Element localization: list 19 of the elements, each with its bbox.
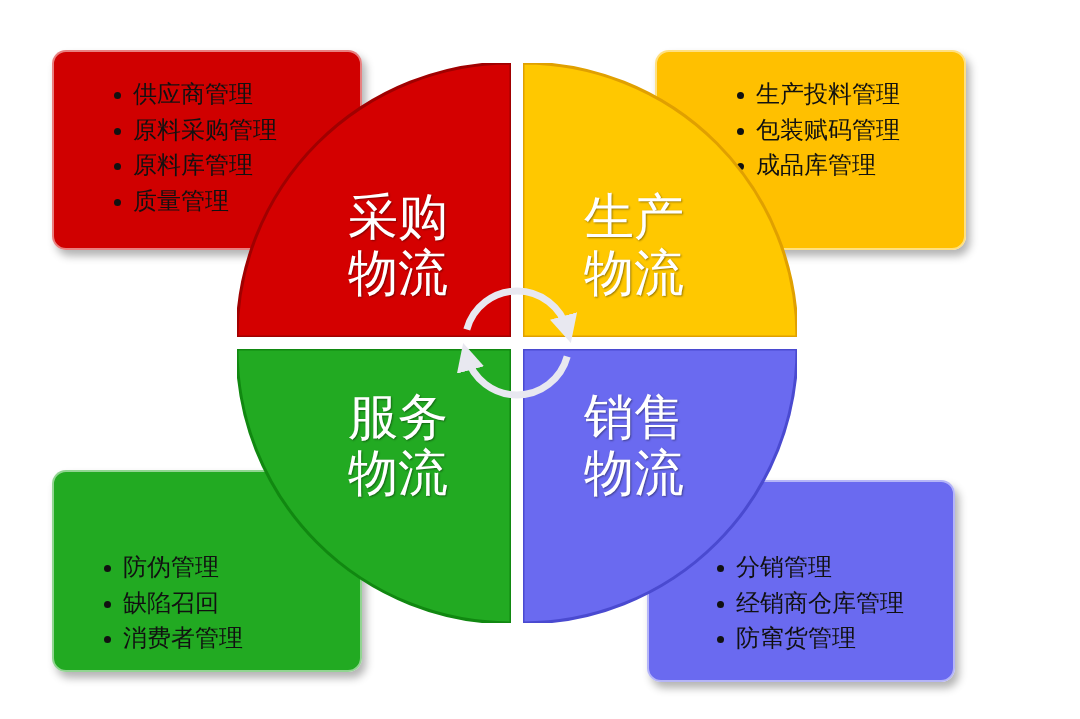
list-item: 原料采购管理 bbox=[133, 115, 277, 144]
list-item: 原料库管理 bbox=[133, 151, 253, 179]
list-item: 包装赋码管理 bbox=[756, 115, 900, 144]
list-item: 生产投料管理 bbox=[756, 80, 900, 108]
list-item: 防伪管理 bbox=[123, 553, 219, 581]
list-item: 分销管理 bbox=[736, 553, 832, 581]
quadrant-label: 采购物流 bbox=[347, 189, 449, 301]
list-item: 消费者管理 bbox=[123, 624, 243, 652]
quadrant-label: 销售物流 bbox=[583, 389, 685, 501]
list-item: 供应商管理 bbox=[133, 80, 253, 108]
cycle-arrow bbox=[463, 287, 576, 343]
quadrant-label: 生产物流 bbox=[583, 189, 685, 301]
cycle-arrow bbox=[458, 343, 571, 399]
list-item: 成品库管理 bbox=[756, 151, 876, 179]
list-item: 经销商仓库管理 bbox=[736, 588, 904, 617]
list-item: 防窜货管理 bbox=[736, 624, 856, 652]
quadrant-label: 服务物流 bbox=[347, 389, 449, 501]
list-item: 缺陷召回 bbox=[123, 588, 219, 617]
list-item: 质量管理 bbox=[133, 186, 229, 215]
